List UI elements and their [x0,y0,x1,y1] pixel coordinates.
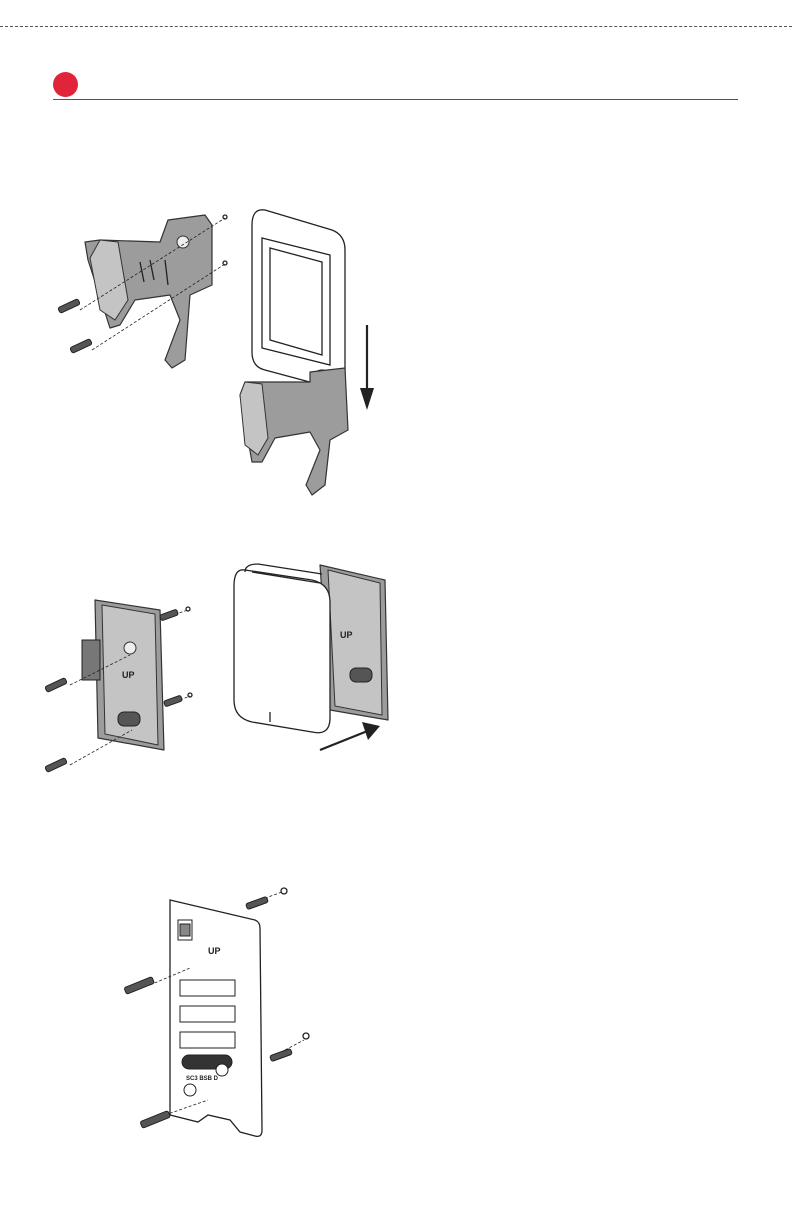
mounting-plate-left: UP [82,600,164,750]
screw-icon [270,1033,309,1062]
down-arrow-icon [360,325,374,410]
sensor-body [234,564,330,733]
figure-bracket-slide-down [40,200,380,500]
section-divider [53,99,738,100]
backplate: UP SC3 BSB D [170,900,262,1136]
sensor-frame [252,210,345,390]
step-marker-dot [53,72,78,97]
figure-wallplate-mount: UP UP [40,550,400,790]
cut-line [0,26,792,27]
screw-icon [246,888,287,910]
up-mark: UP [208,946,221,956]
up-mark: UP [122,670,135,680]
figure-backplate-screws: UP SC3 BSB D [110,880,330,1140]
mounting-bracket-lower [240,368,348,495]
screw-icon [160,607,190,621]
mounting-bracket-left [85,215,212,368]
up-mark: UP [340,630,353,640]
screw-icon [164,693,192,707]
switch-label: SC3 BSB D [186,1076,219,1082]
